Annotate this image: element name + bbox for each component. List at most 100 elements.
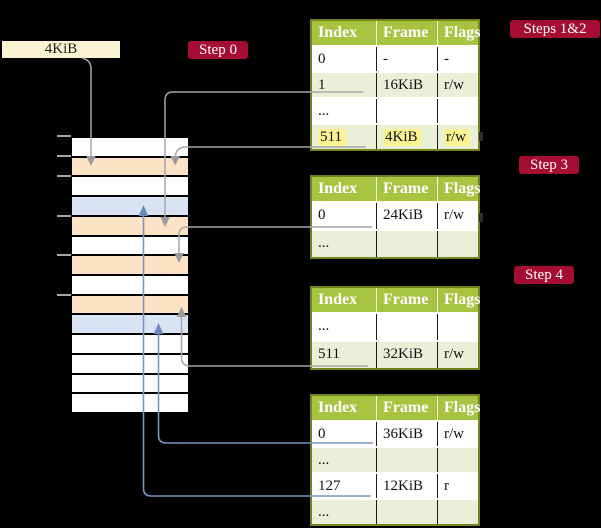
cell-text: ... (318, 103, 330, 119)
cell-text: r/w (444, 346, 464, 362)
table-row: ... (312, 229, 478, 257)
table-cell: ... (312, 99, 376, 123)
column-header: Index (318, 24, 358, 41)
memory-row (72, 315, 188, 334)
badge-steps-1-2: Steps 1&2 (510, 20, 600, 38)
column-header: Flags (437, 396, 480, 420)
cell-text: 1 (318, 77, 326, 93)
table-row: 511 4KiB r/w (312, 123, 478, 149)
table-row: 0 -- (312, 45, 478, 71)
column-header: Flags (437, 177, 480, 201)
table-cell: 511 (312, 342, 376, 368)
memory-tick (57, 135, 71, 137)
memory-row (72, 138, 188, 156)
table-cell (376, 231, 437, 257)
table-cell: - (376, 47, 437, 71)
cell-text: ... (318, 235, 330, 251)
table-cell: r/w (437, 73, 478, 97)
frame-address-label: 4KiB (2, 41, 120, 58)
cell-text: 0 (318, 51, 326, 67)
table-cell: - (437, 47, 478, 71)
column-header: Index (318, 180, 358, 197)
badge-step-0: Step 0 (188, 41, 248, 59)
table-cell: r/w (437, 342, 478, 368)
arrow-stub (479, 213, 483, 222)
memory-row (72, 335, 188, 353)
table-cell: 4KiB (376, 125, 437, 149)
table-cell (437, 448, 478, 472)
table-cell: r (437, 474, 478, 498)
column-header: Frame (376, 396, 437, 420)
table-cell (437, 314, 478, 340)
memory-tick (57, 175, 71, 177)
cell-text: 0 (318, 426, 326, 442)
table-row: 127 12KiB r (312, 472, 478, 498)
cell-text: r/w (444, 207, 464, 223)
badge-step-3: Step 3 (519, 156, 579, 174)
table-cell: 511 (312, 125, 376, 149)
table-cell (437, 500, 478, 524)
table-row: 0 24KiB r/w (312, 201, 478, 229)
cell-text: ... (318, 504, 330, 520)
memory-row (72, 374, 188, 393)
table-cell: 1 (312, 73, 376, 97)
table-cell: 32KiB (376, 342, 437, 368)
cell-text: 12KiB (383, 478, 424, 494)
table-cell: ... (312, 500, 376, 524)
column-header: Frame (376, 177, 437, 201)
cell-text: 16KiB (383, 77, 424, 93)
table-cell: 16KiB (376, 73, 437, 97)
table-cell: 36KiB (376, 422, 437, 446)
table-row: ... (312, 312, 478, 340)
cell-text: ... (318, 452, 330, 468)
column-header: Frame (376, 21, 437, 45)
column-header: Flags (437, 21, 480, 45)
table-cell (437, 99, 478, 123)
memory-row (72, 256, 188, 274)
memory-row (72, 177, 188, 196)
table-cell: r/w (437, 203, 478, 229)
cell-text: 32KiB (383, 346, 424, 362)
memory-row (72, 295, 188, 314)
table-cell: ... (312, 231, 376, 257)
badge-step-4: Step 4 (514, 266, 574, 284)
memory-row (72, 275, 188, 294)
column-header: Index (318, 291, 358, 308)
table-cell (376, 448, 437, 472)
cell-text: 24KiB (383, 207, 424, 223)
table-row: ... (312, 446, 478, 472)
cell-text: 4KiB (383, 129, 422, 146)
cell-text: - (444, 51, 449, 67)
table-cell: 127 (312, 474, 376, 498)
cell-text: 0 (318, 207, 326, 223)
table-cell: 0 (312, 47, 376, 71)
cell-text: r/w (444, 129, 470, 146)
table-row: 0 36KiB r/w (312, 420, 478, 446)
cell-text: r (444, 478, 449, 494)
cell-text: 36KiB (383, 426, 424, 442)
memory-column (70, 136, 190, 414)
table-cell: ... (312, 448, 376, 472)
memory-tick (57, 254, 71, 256)
cell-text: r/w (444, 77, 464, 93)
cell-text: r/w (444, 426, 464, 442)
memory-tick (57, 155, 71, 157)
memory-row (72, 197, 188, 215)
memory-row (72, 394, 188, 412)
table-cell (376, 314, 437, 340)
table-cell (376, 99, 437, 123)
memory-tick (57, 215, 71, 217)
cell-text: 127 (318, 478, 341, 494)
cell-text: 511 (318, 129, 346, 146)
cell-text: ... (318, 318, 330, 334)
table-row: 511 32KiB r/w (312, 340, 478, 368)
table-row: ... (312, 97, 478, 123)
table-cell: 12KiB (376, 474, 437, 498)
arrow-stub (479, 132, 483, 141)
memory-row (72, 157, 188, 176)
table-cell: r/w (437, 125, 478, 149)
